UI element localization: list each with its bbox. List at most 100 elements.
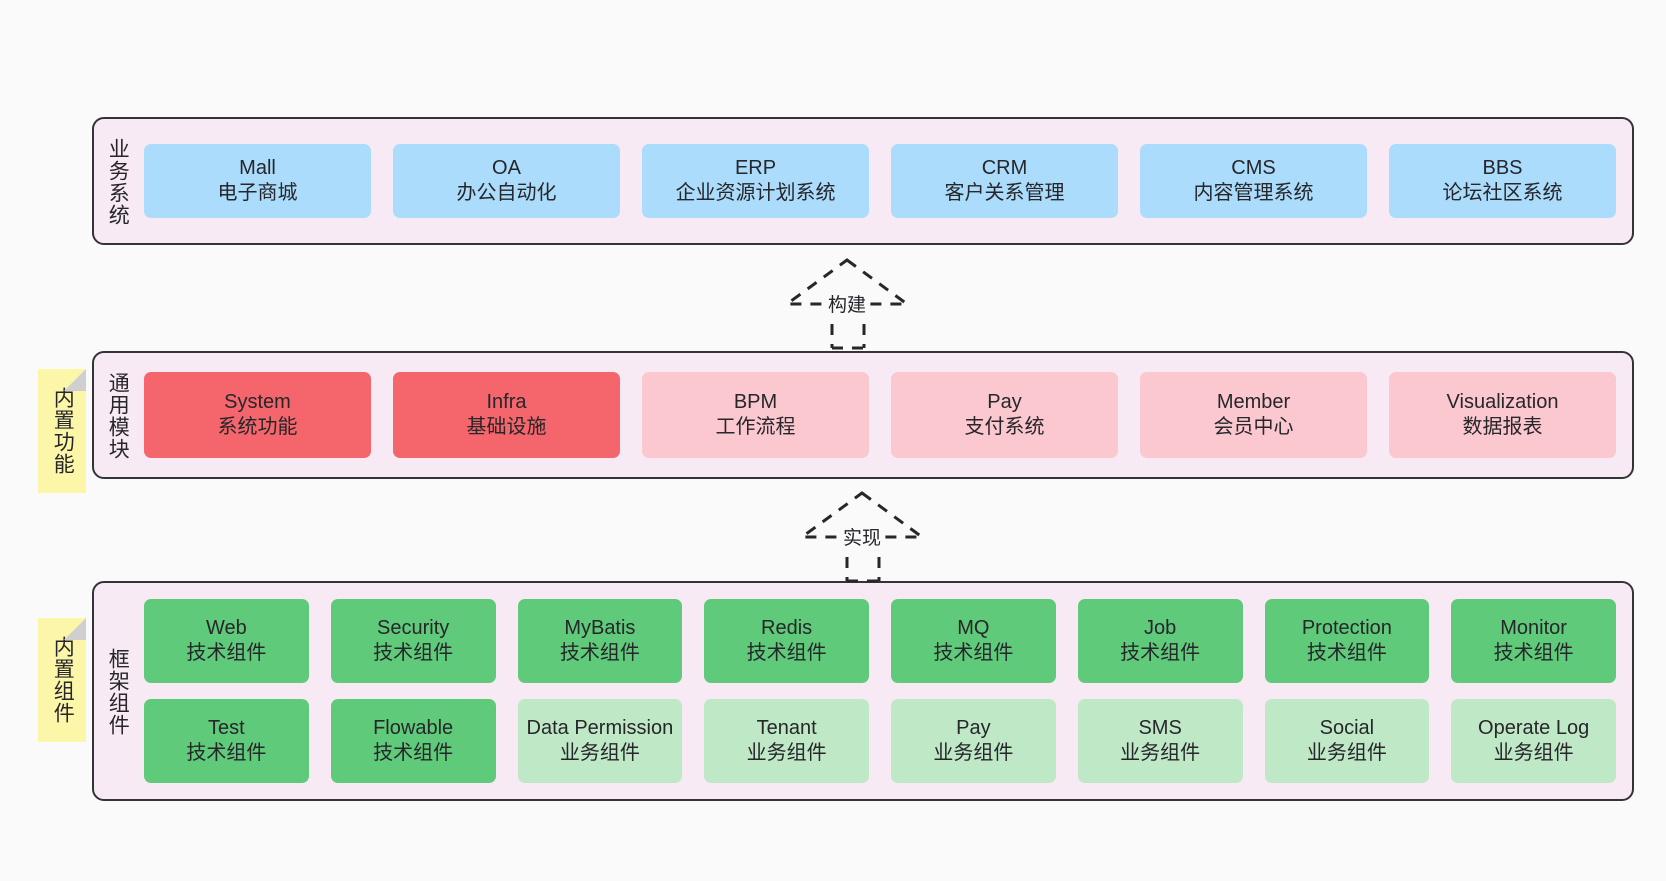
card-title: Flowable	[373, 717, 454, 740]
card-title: BBS	[1482, 157, 1523, 180]
card-subtitle: 技术组件	[1306, 642, 1387, 664]
sticky-note-builtin-component: 内置组件	[38, 618, 86, 742]
card-title: Pay	[987, 391, 1022, 414]
card-title: Mall	[239, 157, 276, 180]
connector-build: 构建	[757, 254, 937, 350]
layer-title-framework-component: 框架组件	[106, 648, 130, 736]
sticky-note-label: 内置组件	[51, 636, 75, 724]
card-title: Tenant	[756, 717, 817, 740]
card-subtitle: 基础设施	[466, 416, 547, 438]
card-title: CMS	[1231, 157, 1276, 180]
layer-title-common-module: 通用模块	[106, 372, 130, 460]
card-subtitle: 业务组件	[1306, 742, 1387, 764]
card-subtitle: 电子商城	[217, 182, 298, 204]
card-title: Redis	[761, 617, 813, 640]
card-title: Test	[208, 717, 245, 740]
connector-label-implement: 实现	[839, 523, 885, 550]
card-title: SMS	[1138, 717, 1182, 740]
card-subtitle: 支付系统	[964, 416, 1045, 438]
card-subtitle: 会员中心	[1213, 416, 1294, 438]
card-subtitle: 业务组件	[1120, 742, 1201, 764]
card-subtitle: 技术组件	[373, 642, 454, 664]
card-title: Monitor	[1500, 617, 1567, 640]
card-title: Data Permission	[526, 717, 674, 740]
card-subtitle: 工作流程	[715, 416, 796, 438]
card-subtitle: 业务组件	[746, 742, 827, 764]
card-title: System	[224, 391, 291, 414]
card-subtitle: 技术组件	[746, 642, 827, 664]
card-title: ERP	[734, 157, 777, 180]
card-subtitle: 企业资源计划系统	[675, 182, 836, 204]
card-subtitle: 技术组件	[1120, 642, 1201, 664]
card-subtitle: 技术组件	[373, 742, 454, 764]
card-title: Protection	[1301, 617, 1392, 640]
card-title: Web	[205, 617, 247, 640]
card-title: Infra	[486, 391, 527, 414]
card-subtitle: 技术组件	[186, 642, 267, 664]
card-subtitle: 数据报表	[1462, 416, 1543, 438]
card-title: CRM	[981, 157, 1028, 180]
card-title: Social	[1319, 717, 1375, 740]
card-title: Security	[377, 617, 450, 640]
sticky-note-label: 内置功能	[51, 387, 75, 475]
card-subtitle: 技术组件	[559, 642, 640, 664]
card-subtitle: 办公自动化	[456, 182, 557, 204]
card-subtitle: 业务组件	[1493, 742, 1574, 764]
card-subtitle: 业务组件	[933, 742, 1014, 764]
card-subtitle: 技术组件	[933, 642, 1014, 664]
card-subtitle: 内容管理系统	[1193, 182, 1314, 204]
card-subtitle: 论坛社区系统	[1442, 182, 1563, 204]
connector-implement: 实现	[772, 487, 952, 583]
card-title: Job	[1144, 617, 1177, 640]
card-subtitle: 业务组件	[559, 742, 640, 764]
card-title: MyBatis	[564, 617, 636, 640]
card-subtitle: 客户关系管理	[944, 182, 1065, 204]
card-title: Pay	[956, 717, 991, 740]
layer-title-business-system: 业务系统	[106, 138, 130, 226]
connector-label-build: 构建	[824, 290, 870, 317]
card-subtitle: 技术组件	[1493, 642, 1574, 664]
card-title: OA	[492, 157, 521, 180]
card-title: Member	[1216, 391, 1291, 414]
card-subtitle: 系统功能	[217, 416, 298, 438]
card-subtitle: 技术组件	[186, 742, 267, 764]
card-title: MQ	[957, 617, 990, 640]
